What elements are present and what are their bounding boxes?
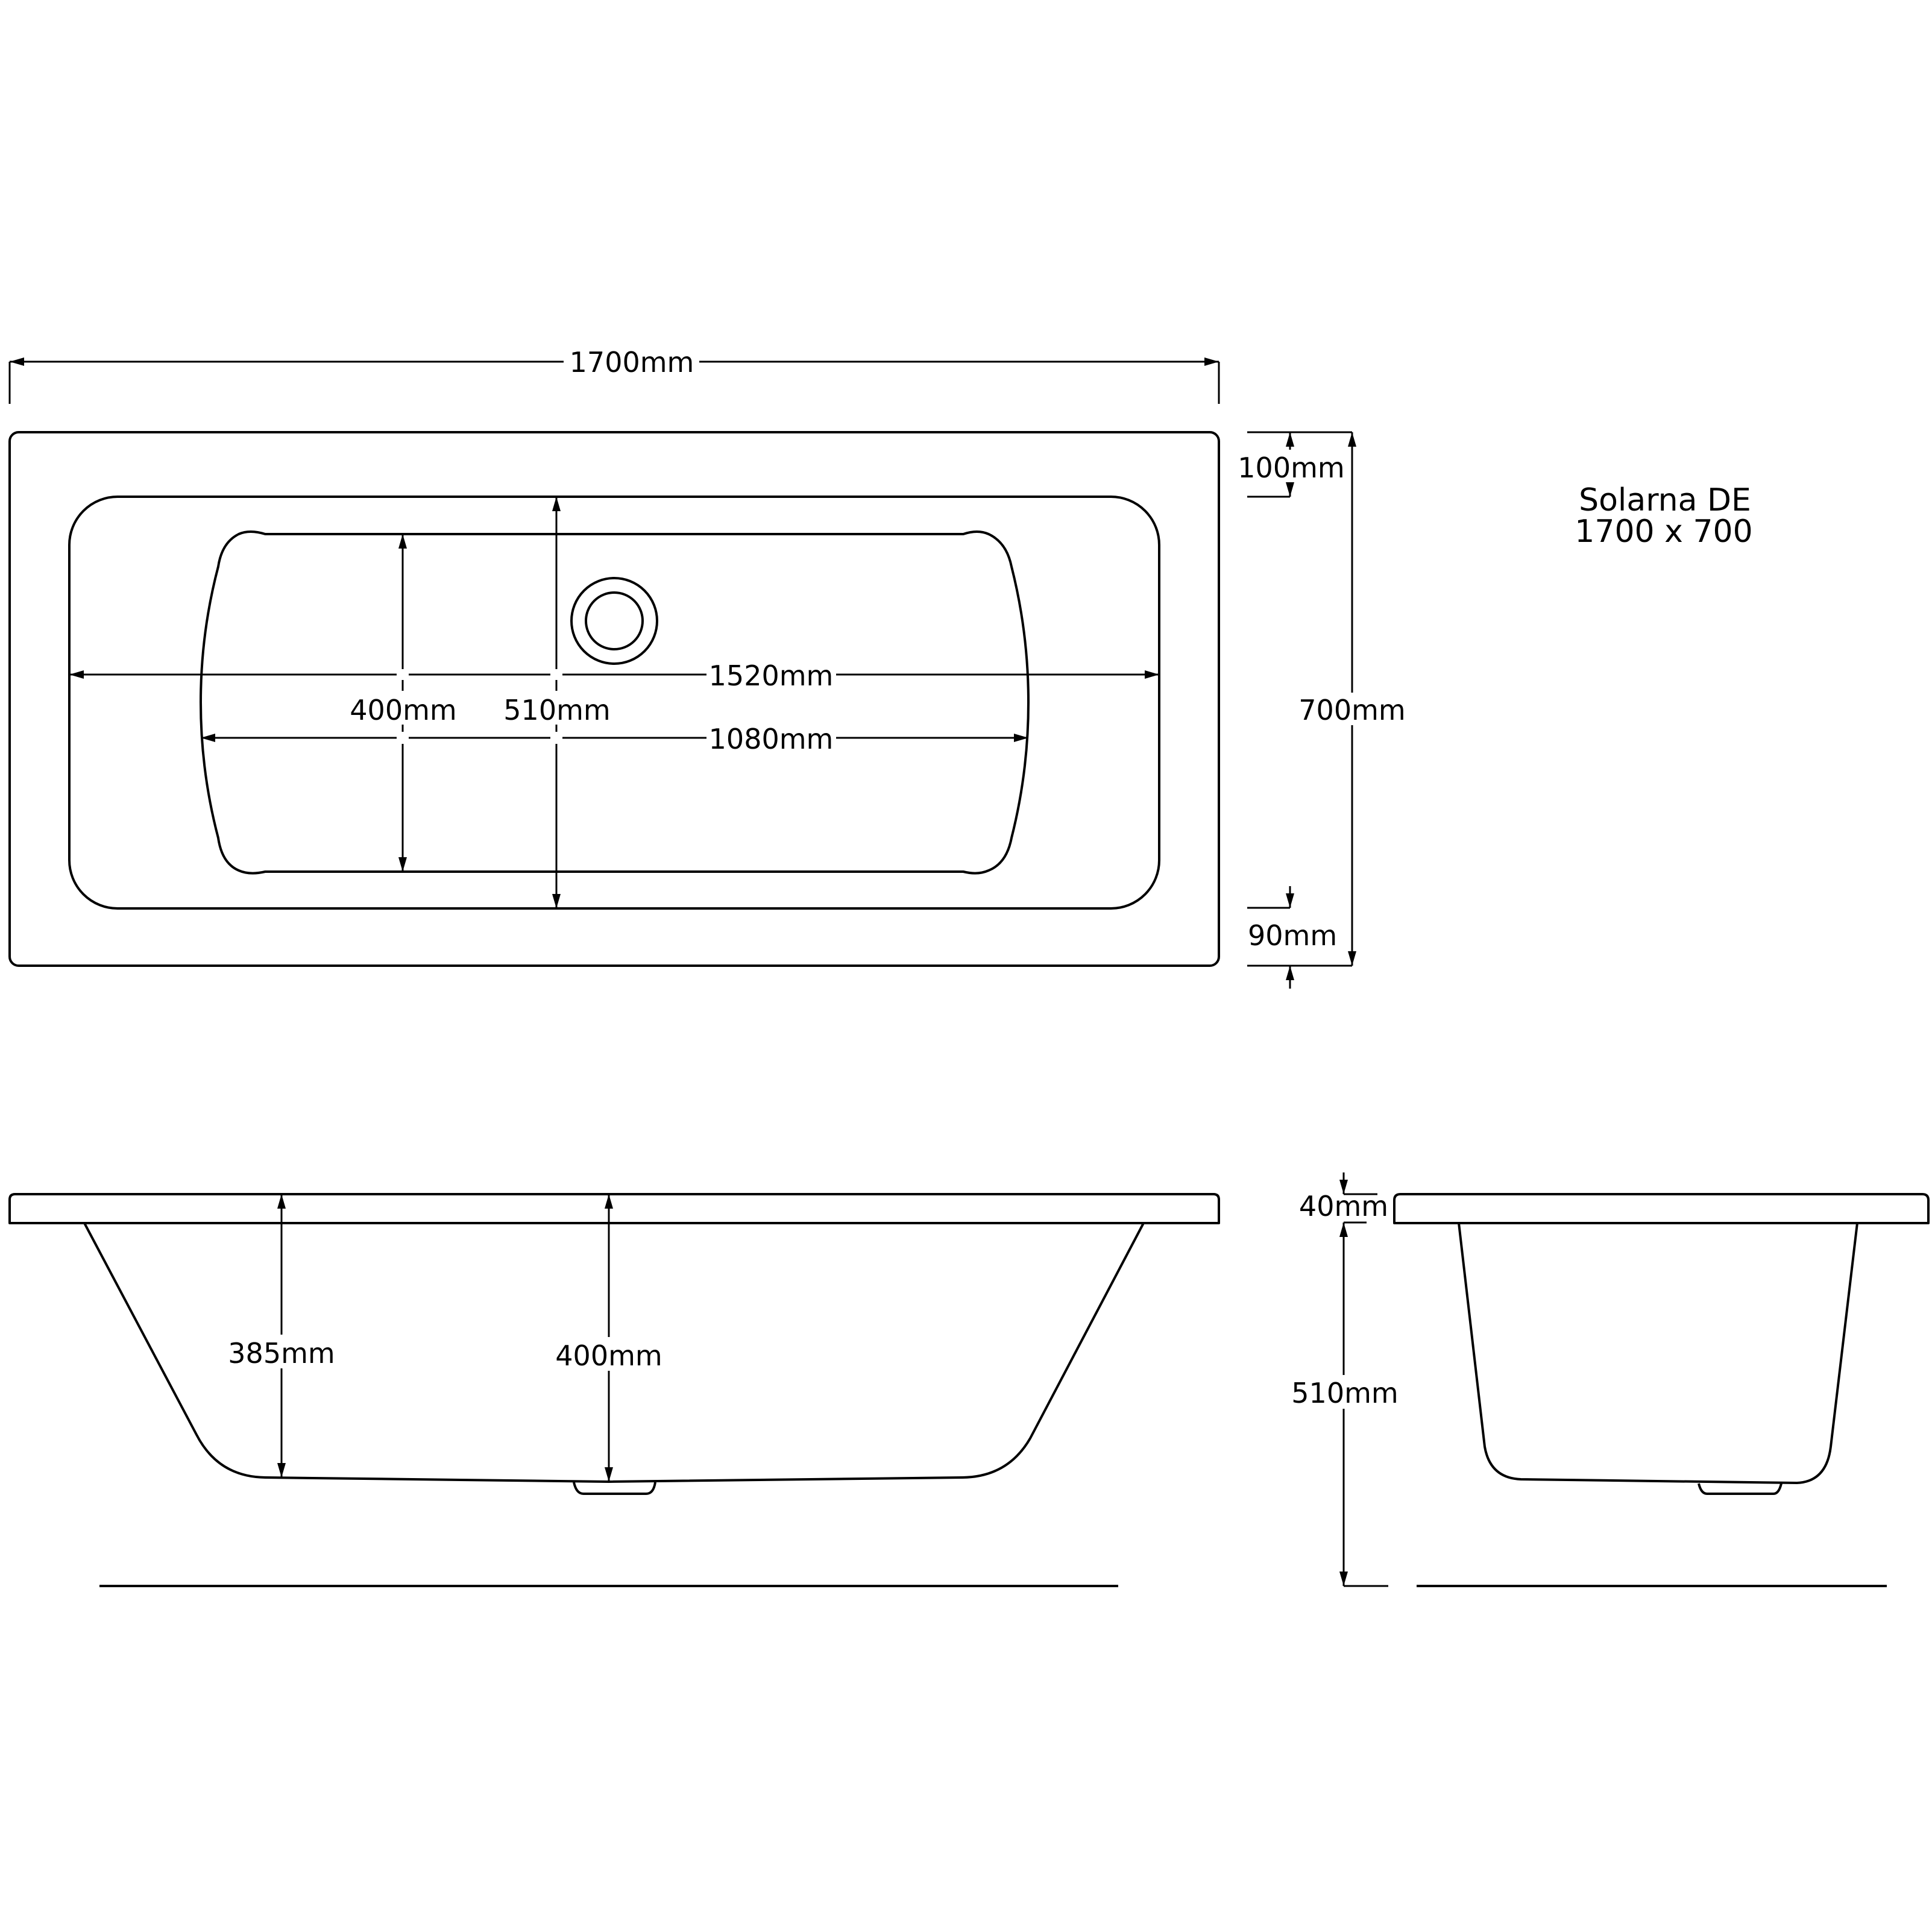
floor-length-label: 1080mm <box>709 723 834 755</box>
overall-width-label: 700mm <box>1298 694 1405 726</box>
rim-bottom-label: 90mm <box>1248 919 1337 952</box>
side-view: 385mm 400mm <box>8 1193 1220 1587</box>
rim-top-label: 100mm <box>1238 452 1344 484</box>
bath-deck-outline <box>8 431 1220 967</box>
end-waste-foot <box>1698 1483 1783 1495</box>
model-name: Solarna DE <box>1579 482 1751 518</box>
overall-length-label: 1700mm <box>570 346 694 379</box>
bath-rim-outline <box>68 496 1160 910</box>
side-waste-foot <box>573 1482 656 1495</box>
basin-outline <box>200 530 1030 875</box>
dimension-inner-width: 510mm <box>503 497 611 908</box>
dimension-rim-bottom: 90mm <box>1247 886 1352 989</box>
dimension-rim-top: 100mm <box>1238 431 1352 498</box>
side-lip-outline <box>8 1193 1220 1224</box>
dimension-overall-length: 1700mm <box>8 344 1220 404</box>
dimension-inner-length: 1520mm <box>69 658 1159 692</box>
dimension-end-depth: 385mm <box>228 1194 335 1477</box>
end-lip-outline <box>1393 1193 1930 1224</box>
plan-view: 1700mm 1520mm 1080mm <box>8 344 1406 989</box>
dimension-center-depth: 400mm <box>555 1194 662 1482</box>
floor-width-label: 400mm <box>350 694 456 726</box>
end-depth-label: 385mm <box>228 1337 335 1370</box>
lip-thickness-label: 40mm <box>1299 1190 1388 1222</box>
dimension-floor-width: 400mm <box>350 534 457 872</box>
drain-icon <box>570 577 658 665</box>
dimension-overall-width: 700mm <box>1298 432 1406 966</box>
model-title: Solarna DE 1700 x 700 <box>1575 482 1752 550</box>
overall-height-label: 510mm <box>1291 1377 1398 1409</box>
center-depth-label: 400mm <box>555 1339 662 1372</box>
dimension-overall-height: 510mm <box>1291 1222 1399 1587</box>
end-body-outline <box>1458 1222 1858 1484</box>
inner-length-label: 1520mm <box>709 659 834 692</box>
side-body-outline <box>83 1222 1145 1483</box>
dimension-floor-length: 1080mm <box>201 721 1028 755</box>
dimension-lip-thickness: 40mm <box>1299 1172 1388 1224</box>
model-size: 1700 x 700 <box>1575 514 1752 550</box>
inner-width-label: 510mm <box>503 694 610 726</box>
end-view: 40mm 510mm <box>1291 1172 1930 1587</box>
